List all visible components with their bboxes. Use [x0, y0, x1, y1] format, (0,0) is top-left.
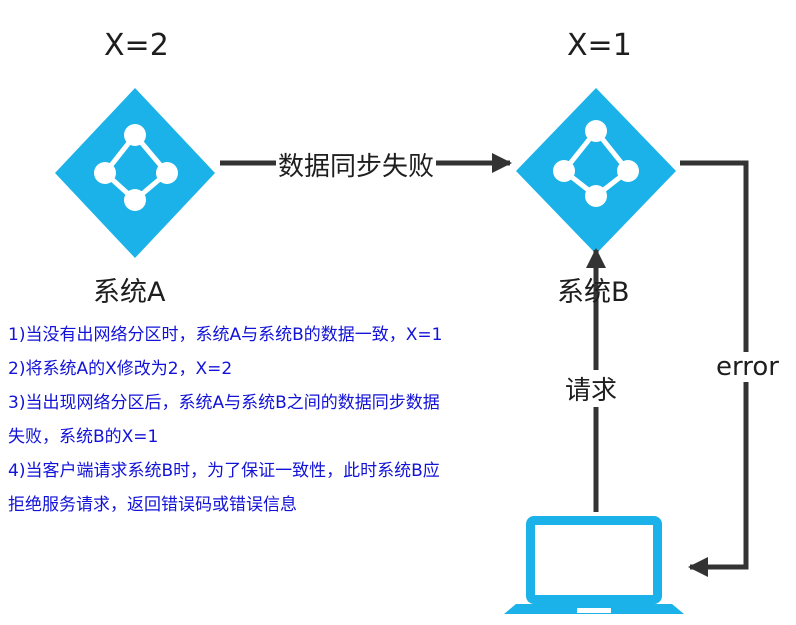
note-line: 2)将系统A的X修改为2，X=2 [8, 359, 233, 379]
network-node-icon [55, 88, 215, 258]
note-line: 1)当没有出网络分区时，系统A与系统B的数据一致，X=1 [8, 325, 443, 345]
explanation-notes: 1)当没有出网络分区时，系统A与系统B的数据一致，X=1 2)将系统A的X修改为… [8, 318, 528, 522]
system-b-name: 系统B [557, 277, 630, 308]
note-line: 4)当客户端请求系统B时，为了保证一致性，此时系统B应 [8, 461, 440, 481]
error-edge-label: error [714, 352, 781, 382]
request-edge-label: 请求 [563, 370, 620, 407]
note-line: 失败，系统B的X=1 [8, 427, 159, 447]
note-line: 3)当出现网络分区后，系统A与系统B之间的数据同步数据 [8, 393, 440, 413]
sync-edge-label: 数据同步失败 [276, 146, 437, 183]
system-b-value: X=1 [567, 28, 632, 63]
system-a-name: 系统A [93, 277, 166, 308]
network-node-icon [516, 88, 676, 254]
system-a-value: X=2 [104, 28, 169, 63]
laptop-icon [504, 516, 684, 614]
note-line: 拒绝服务请求，返回错误码或错误信息 [8, 495, 297, 515]
